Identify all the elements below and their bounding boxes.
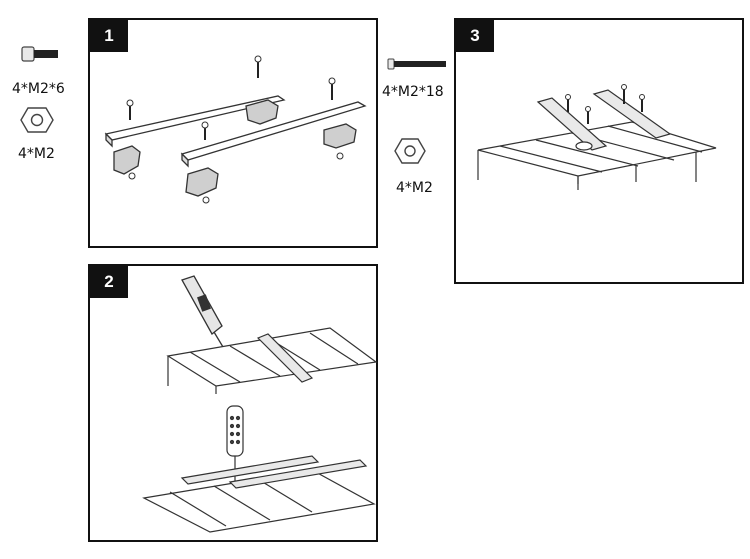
drill-and-screwdriver-illustration <box>142 275 378 533</box>
step-1-panel: 1 <box>88 18 378 248</box>
short-screw-label: 4*M2*6 <box>12 81 65 97</box>
step-3-panel: 3 <box>454 18 744 284</box>
left-nut-label: 4*M2 <box>18 146 55 162</box>
roof-rack-parts-illustration <box>104 55 367 204</box>
step-3-badge: 3 <box>456 20 494 52</box>
step-1-badge: 1 <box>90 20 128 52</box>
step-2-badge: 2 <box>90 266 128 298</box>
long-screw-label: 4*M2*18 <box>382 84 444 100</box>
mounted-rack-illustration <box>477 84 717 190</box>
right-nut-label: 4*M2 <box>396 180 433 196</box>
step-2-panel: 2 <box>88 264 378 542</box>
